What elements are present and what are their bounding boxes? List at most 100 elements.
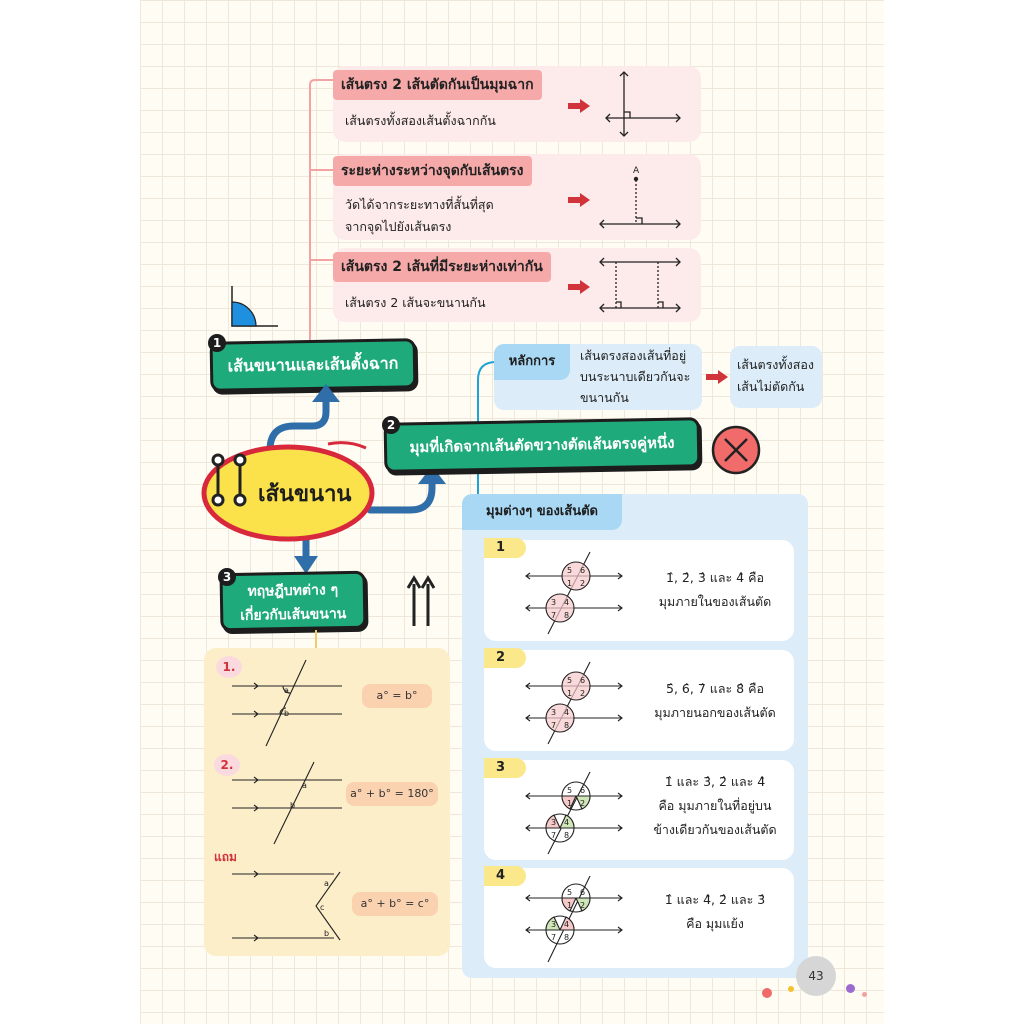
- svg-text:6: 6: [580, 676, 585, 685]
- theorem-2-diagram: ab: [232, 761, 342, 845]
- distance-heading: ระยะห่างระหว่างจุดกับเส้นตรง: [333, 156, 532, 186]
- svg-text:7: 7: [551, 831, 556, 840]
- angle-card-4-line-1: 1̂ และ 4̂, 2̂ และ 3̂: [664, 892, 766, 907]
- parallel-diagram: [599, 257, 681, 313]
- result-line-1: เส้นตรงทั้งสอง: [737, 357, 814, 372]
- center-title: เส้นขนาน: [258, 482, 352, 507]
- section2-title: มุมที่เกิดจากเส้นตัดขวางตัดเส้นตรงคู่หนึ…: [383, 417, 701, 473]
- svg-text:3: 3: [551, 818, 556, 827]
- svg-text:3: 3: [551, 598, 556, 607]
- principle-label: หลักการ: [494, 344, 570, 380]
- svg-text:6: 6: [580, 786, 585, 795]
- section3-connector: [315, 630, 317, 650]
- theorem-2-number: 2.: [214, 754, 240, 776]
- svg-text:b: b: [290, 801, 295, 810]
- svg-text:6: 6: [580, 888, 585, 897]
- parallel-body: เส้นตรง 2 เส้นจะขนานกัน: [345, 295, 486, 310]
- perpendicular-body: เส้นตรงทั้งสองเส้นตั้งฉากกัน: [345, 113, 496, 128]
- svg-text:8: 8: [564, 611, 569, 620]
- svg-text:2: 2: [580, 689, 585, 698]
- svg-text:6: 6: [580, 566, 585, 575]
- perpendicular-diagram: [605, 71, 681, 137]
- svg-text:a: a: [284, 686, 289, 695]
- angle-card-3-line-1: 1̂ และ 3̂, 2̂ และ 4̂: [664, 774, 766, 789]
- decor-dot: [788, 986, 794, 992]
- angle-card-1-line-1: 1̂, 2̂, 3̂ และ 4̂ คือ: [666, 570, 764, 585]
- angle-card-4: [484, 868, 794, 968]
- theorem-1-number: 1.: [216, 656, 242, 678]
- svg-text:3: 3: [551, 708, 556, 717]
- svg-text:2: 2: [580, 799, 585, 808]
- angles-title: มุมต่างๆ ของเส้นตัด: [462, 494, 622, 530]
- section3-title: ทฤษฎีบทต่าง ๆ เกี่ยวกับเส้นขนาน: [219, 570, 367, 632]
- svg-text:1: 1: [567, 901, 572, 910]
- svg-text:5: 5: [567, 676, 572, 685]
- theorem-bonus-label: แถม: [214, 850, 237, 864]
- section3-number: 3: [218, 568, 236, 586]
- svg-text:8: 8: [564, 831, 569, 840]
- theorem-2-formula: a° + b° = 180°: [346, 782, 438, 806]
- red-arrow-icon: [706, 370, 728, 384]
- angle-card-2-number: 2: [484, 648, 526, 668]
- theorem-bonus-formula: a° + b° = c°: [352, 892, 438, 916]
- svg-text:c: c: [320, 903, 324, 912]
- parallel-heading: เส้นตรง 2 เส้นที่มีระยะห่างเท่ากัน: [333, 252, 551, 282]
- svg-text:7: 7: [551, 933, 556, 942]
- svg-text:a: a: [324, 879, 329, 888]
- svg-text:4: 4: [564, 708, 569, 717]
- svg-text:3: 3: [551, 920, 556, 929]
- flow-arrows: [266, 384, 446, 574]
- section2-number: 2: [382, 416, 400, 434]
- svg-text:7: 7: [551, 721, 556, 730]
- svg-text:2: 2: [580, 579, 585, 588]
- section1-number: 1: [208, 334, 226, 352]
- principle-line-2: บนระนาบเดียวกันจะ: [580, 369, 691, 384]
- perpendicular-heading: เส้นตรง 2 เส้นตัดกันเป็นมุมฉาก: [333, 70, 542, 100]
- svg-text:5: 5: [567, 786, 572, 795]
- angle-card-3-line-3: ข้างเดียวกันของเส้นตัด: [653, 822, 777, 837]
- angle-card-3-line-2: คือ มุมภายในที่อยู่บน: [658, 798, 772, 813]
- svg-text:8: 8: [564, 721, 569, 730]
- section3-title-line-2: เกี่ยวกับเส้นขนาน: [240, 606, 347, 624]
- svg-text:5: 5: [567, 888, 572, 897]
- angle-card-4-number: 4: [484, 866, 526, 886]
- angle-card-1-number: 1: [484, 538, 526, 558]
- theorem-1-diagram: ab: [232, 659, 342, 747]
- angle-card-2: [484, 650, 794, 751]
- distance-diagram: A: [599, 166, 681, 229]
- section2-connector: [477, 361, 497, 500]
- angle-card-1-line-2: มุมภายในของเส้นตัด: [658, 594, 772, 609]
- svg-text:2: 2: [580, 901, 585, 910]
- distance-body-1: วัดได้จากระยะทางที่สั้นที่สุด: [345, 197, 494, 212]
- angle-card-2-line-1: 5̂, 6̂, 7̂ และ 8̂ คือ: [666, 681, 764, 696]
- result-line-2: เส้นไม่ตัดกัน: [737, 379, 805, 394]
- angle-card-3-number: 3: [484, 758, 526, 778]
- svg-text:4: 4: [564, 598, 569, 607]
- result-box: [730, 346, 822, 408]
- svg-text:4: 4: [564, 920, 569, 929]
- svg-text:1: 1: [567, 689, 572, 698]
- svg-text:b: b: [324, 929, 329, 938]
- decor-dot: [762, 988, 772, 998]
- theorem-bonus-diagram: a c b: [232, 870, 341, 942]
- principle-line-3: ขนานกัน: [580, 390, 629, 405]
- svg-text:b: b: [284, 709, 289, 718]
- theorem-1-formula: a° = b°: [362, 684, 432, 708]
- right-angle-icon: [231, 286, 278, 327]
- decor-dot: [846, 984, 855, 993]
- decor-dot: [862, 992, 867, 997]
- svg-text:8: 8: [564, 933, 569, 942]
- cross-icon: [711, 425, 761, 475]
- svg-text:7: 7: [551, 611, 556, 620]
- parallel-symbol-icon: [406, 575, 436, 626]
- red-arrow-icon: [568, 99, 590, 113]
- angle-card-3: [484, 760, 794, 860]
- principle-line-1: เส้นตรงสองเส้นที่อยู่: [580, 348, 687, 363]
- svg-text:1: 1: [567, 799, 572, 808]
- red-arrow-icon: [568, 280, 590, 294]
- angle-card-2-line-2: มุมภายนอกของเส้นตัด: [654, 705, 776, 720]
- angle-card-4-line-2: คือ มุมแย้ง: [686, 916, 744, 931]
